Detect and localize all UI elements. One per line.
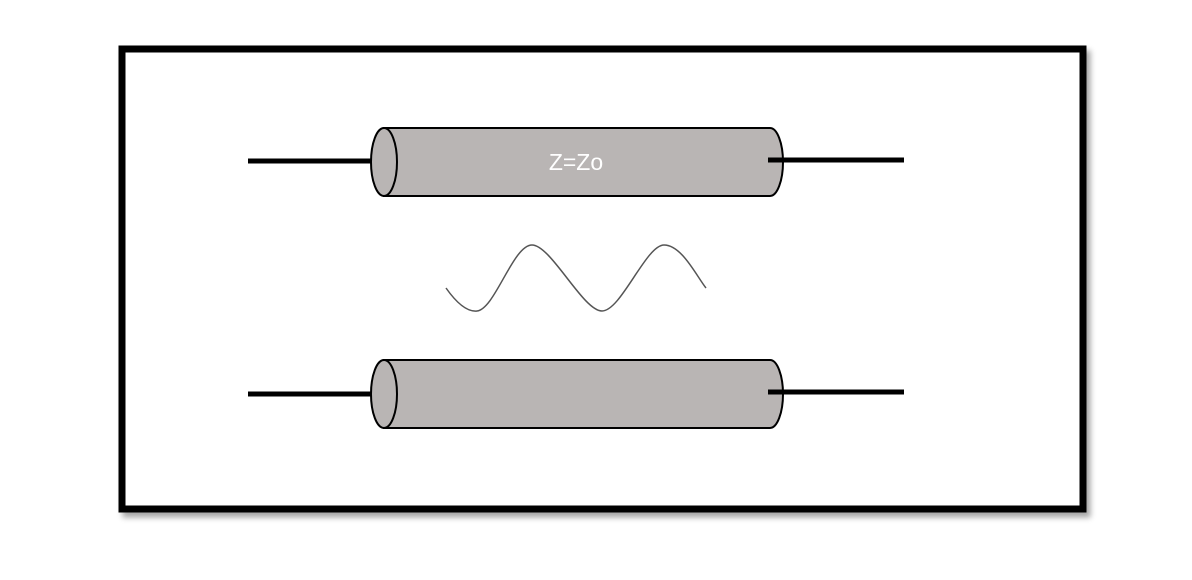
signal-wave — [445, 244, 707, 312]
lower-cable-left-end — [370, 359, 398, 429]
upper-cable-body — [383, 127, 784, 197]
upper-cable-left-end — [370, 127, 398, 197]
diagram-frame — [118, 45, 1087, 513]
cable-impedance-label: Z=Zo — [549, 149, 603, 175]
lower-coax-cable — [248, 359, 904, 429]
upper-coax-cable: Z=Zo — [248, 127, 904, 197]
lower-cable-body — [383, 359, 784, 429]
